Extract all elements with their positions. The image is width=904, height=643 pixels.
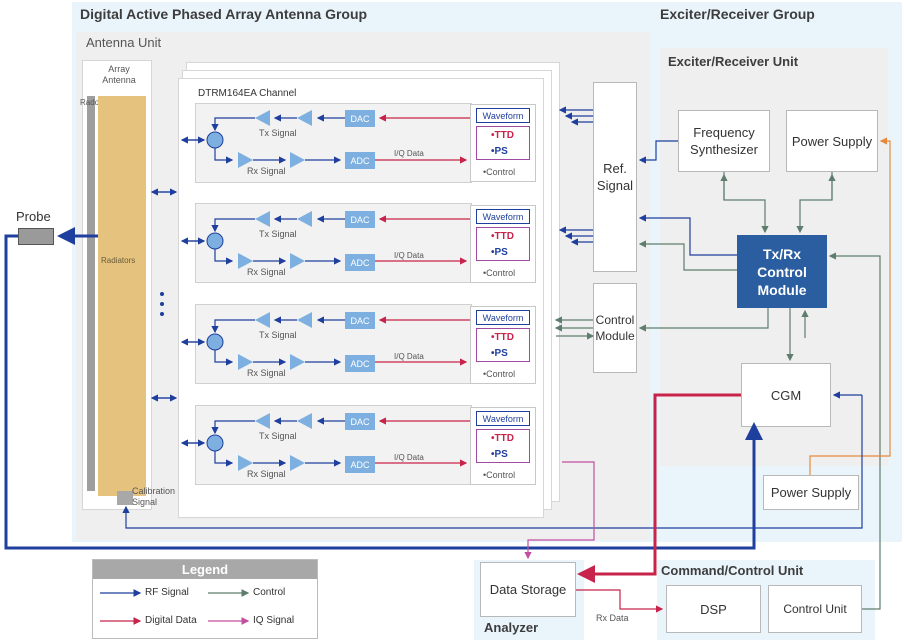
dac-block: DAC xyxy=(345,211,375,228)
rx-signal-label: Rx Signal xyxy=(247,166,286,176)
iq-data-label: I/Q Data xyxy=(394,251,424,260)
cgm-block: CGM xyxy=(741,363,831,427)
iq-data-label: I/Q Data xyxy=(394,453,424,462)
radome-label: Radome xyxy=(80,98,111,107)
trm-channel xyxy=(195,304,472,384)
ps-label: •PS xyxy=(491,146,508,157)
antenna-group-title: Digital Active Phased Array Antenna Grou… xyxy=(80,6,368,22)
ttd-ps-block: •TTD •PS xyxy=(476,429,530,463)
ttd-label: •TTD xyxy=(491,231,514,242)
power-supply-block: Power Supply xyxy=(763,475,859,510)
ttd-ps-block: •TTD •PS xyxy=(476,126,530,160)
control-block: Waveform •TTD •PS •Control xyxy=(470,407,536,485)
ref-signal-block: Ref. Signal xyxy=(593,82,637,272)
rx-signal-label: Rx Signal xyxy=(247,267,286,277)
data-storage-block: Data Storage xyxy=(480,562,576,617)
legend-iq-signal: IQ Signal xyxy=(253,615,295,626)
tx-signal-label: Tx Signal xyxy=(259,229,297,239)
legend-control: Control xyxy=(253,587,286,598)
trm-title: DTRM164EA Channel xyxy=(198,88,297,99)
frequency-synthesizer-block: Frequency Synthesizer xyxy=(678,110,770,172)
control-label: •Control xyxy=(483,167,516,177)
adc-block: ADC xyxy=(345,152,375,169)
radome-bar xyxy=(87,96,95,491)
iq-data-label: I/Q Data xyxy=(394,149,424,158)
dac-block: DAC xyxy=(345,413,375,430)
control-module-block: Control Module xyxy=(593,283,637,373)
dac-block: DAC xyxy=(345,110,375,127)
waveform-label: Waveform xyxy=(476,108,530,123)
ttd-ps-block: •TTD •PS xyxy=(476,328,530,362)
waveform-label: Waveform xyxy=(476,209,530,224)
trm-channel xyxy=(195,203,472,283)
rx-signal-label: Rx Signal xyxy=(247,368,286,378)
radiators-label: Radiators xyxy=(101,256,136,265)
command-unit-title: Command/Control Unit xyxy=(661,563,804,578)
waveform-label: Waveform xyxy=(476,411,530,426)
analyzer-title: Analyzer xyxy=(484,620,539,635)
antenna-unit-title: Antenna Unit xyxy=(86,35,162,50)
probe-label: Probe xyxy=(16,209,51,224)
control-block: Waveform •TTD •PS •Control xyxy=(470,104,536,182)
iq-data-label: I/Q Data xyxy=(394,352,424,361)
array-antenna-label: Array Antenna xyxy=(102,64,136,85)
dsp-block: DSP xyxy=(666,585,761,633)
legend: Legend RF Signal Control Digital Data IQ… xyxy=(92,559,318,639)
control-block: Waveform •TTD •PS •Control xyxy=(470,205,536,283)
ttd-label: •TTD xyxy=(491,130,514,141)
ps-label: •PS xyxy=(491,247,508,258)
control-label: •Control xyxy=(483,268,516,278)
rx-data-label: Rx Data xyxy=(596,613,629,623)
legend-title: Legend xyxy=(93,560,317,579)
power-supply-block: Power Supply xyxy=(786,110,878,172)
tx-signal-label: Tx Signal xyxy=(259,431,297,441)
waveform-label: Waveform xyxy=(476,310,530,325)
tx-signal-label: Tx Signal xyxy=(259,128,297,138)
trm-channel xyxy=(195,103,472,183)
adc-block: ADC xyxy=(345,355,375,372)
ellipsis-dots xyxy=(160,292,168,316)
ps-label: •PS xyxy=(491,449,508,460)
txrx-control-module-block: Tx/Rx Control Module xyxy=(737,235,827,308)
probe-box xyxy=(18,228,54,245)
trm-channel xyxy=(195,405,472,485)
ttd-label: •TTD xyxy=(491,433,514,444)
control-label: •Control xyxy=(483,369,516,379)
control-block: Waveform •TTD •PS •Control xyxy=(470,306,536,384)
ttd-ps-block: •TTD •PS xyxy=(476,227,530,261)
control-label: •Control xyxy=(483,470,516,480)
calibration-label: Calibration Signal xyxy=(132,486,176,507)
exciter-unit-title: Exciter/Receiver Unit xyxy=(668,54,799,69)
legend-rf-signal: RF Signal xyxy=(145,587,189,598)
rx-signal-label: Rx Signal xyxy=(247,469,286,479)
adc-block: ADC xyxy=(345,254,375,271)
control-unit-block: Control Unit xyxy=(768,585,862,633)
ps-label: •PS xyxy=(491,348,508,359)
tx-signal-label: Tx Signal xyxy=(259,330,297,340)
adc-block: ADC xyxy=(345,456,375,473)
radiators-bar xyxy=(98,96,146,496)
calibration-connector xyxy=(117,491,133,505)
dac-block: DAC xyxy=(345,312,375,329)
ttd-label: •TTD xyxy=(491,332,514,343)
legend-digital-data: Digital Data xyxy=(145,615,197,626)
exciter-group-title: Exciter/Receiver Group xyxy=(660,6,815,22)
